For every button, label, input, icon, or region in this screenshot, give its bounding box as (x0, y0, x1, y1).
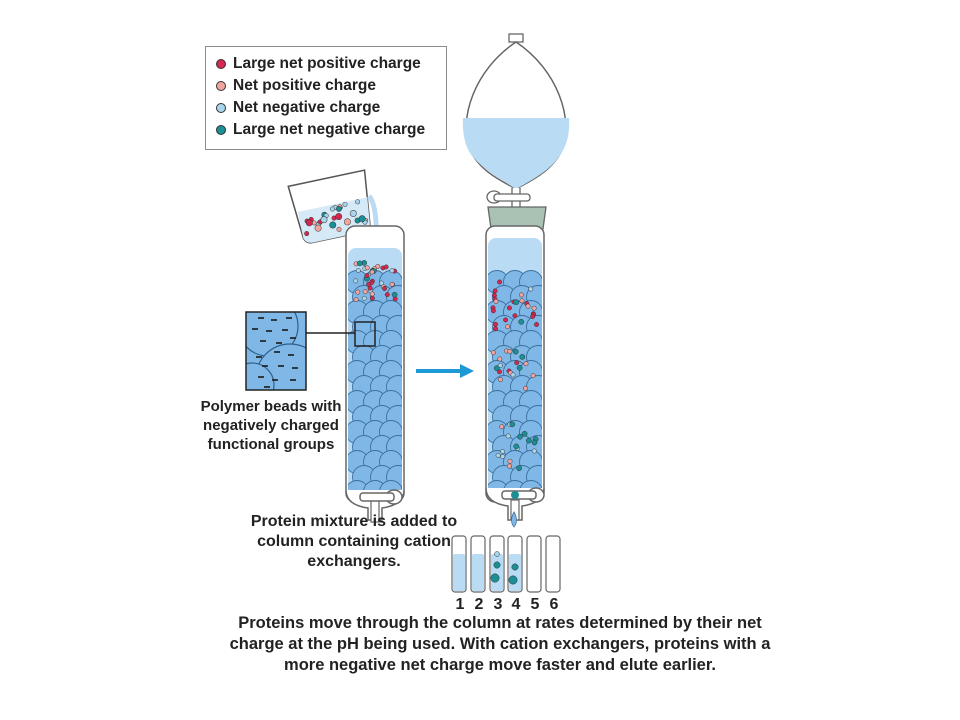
tube-number: 6 (549, 596, 559, 613)
legend-item: Large net positive charge (216, 54, 421, 74)
tube-number: 1 (455, 596, 465, 613)
tube-number: 5 (530, 596, 540, 613)
legend-item: Net positive charge (216, 76, 376, 96)
collection-tube (545, 535, 561, 593)
beads-caption: Polymer beads with negatively charged fu… (200, 398, 342, 453)
legend-swatch (216, 103, 226, 113)
tube-number: 3 (493, 596, 503, 613)
bead-closeup-inset (245, 311, 307, 391)
column-initial (345, 225, 405, 523)
legend-item: Net negative charge (216, 98, 380, 118)
legend-label: Large net positive charge (233, 55, 421, 72)
collection-tube (451, 535, 467, 593)
legend-swatch (216, 125, 226, 135)
legend-label: Large net negative charge (233, 121, 426, 138)
tube-number: 2 (474, 596, 484, 613)
legend-label: Net negative charge (233, 99, 381, 116)
collection-tube (470, 535, 486, 593)
main-caption: Proteins move through the column at rate… (229, 614, 771, 674)
column-eluting (485, 225, 545, 528)
arrow-right-icon (416, 364, 474, 378)
legend-label: Net positive charge (233, 77, 376, 94)
stopcock-icon (359, 489, 403, 505)
collection-tubes (451, 535, 561, 593)
legend: Large net positive charge Net positive c… (205, 46, 447, 150)
funnel-icon (462, 33, 570, 237)
mixture-caption: Protein mixture is added to column conta… (250, 513, 458, 570)
legend-swatch (216, 59, 226, 69)
legend-item: Large net negative charge (216, 120, 425, 140)
collection-tube (526, 535, 542, 593)
tube-number: 4 (511, 596, 521, 613)
legend-swatch (216, 81, 226, 91)
